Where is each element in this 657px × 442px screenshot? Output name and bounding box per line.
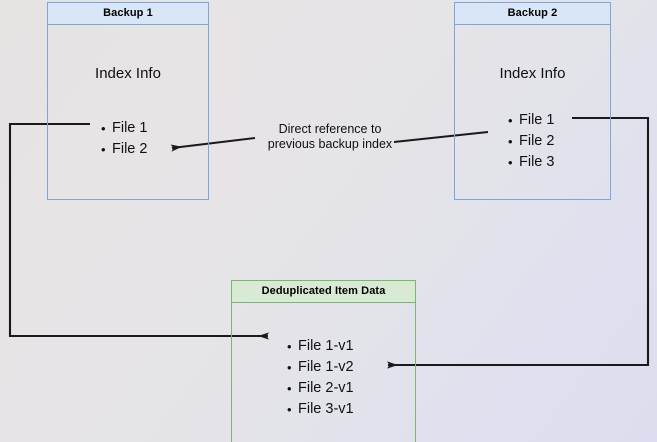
- node-backup2-header: Backup 2: [455, 3, 610, 25]
- list-item: File 1-v2: [287, 357, 354, 378]
- list-item: File 2: [508, 131, 555, 152]
- node-backup2[interactable]: Backup 2 Index Info File 1 File 2 File 3: [454, 2, 611, 200]
- backup2-index-info-label: Index Info: [499, 65, 566, 82]
- list-item: File 1: [101, 118, 148, 139]
- node-backup2-body: Index Info File 1 File 2 File 3: [455, 25, 610, 199]
- backup2-file-list: File 1 File 2 File 3: [503, 110, 555, 173]
- backup1-file-list: File 1 File 2: [96, 118, 148, 160]
- list-item: File 3: [508, 152, 555, 173]
- backup1-index-info-label: Index Info: [95, 65, 161, 82]
- edge-label-direct-reference: Direct reference to previous backup inde…: [267, 122, 393, 151]
- list-item: File 3-v1: [287, 399, 354, 420]
- list-item: File 1: [508, 110, 555, 131]
- node-dedup-body: File 1-v1 File 1-v2 File 2-v1 File 3-v1: [232, 303, 415, 442]
- list-item: File 2: [101, 139, 148, 160]
- dedup-file-list: File 1-v1 File 1-v2 File 2-v1 File 3-v1: [282, 336, 354, 420]
- node-backup1-body: Index Info File 1 File 2: [48, 25, 208, 199]
- node-dedup-header: Deduplicated Item Data: [232, 281, 415, 303]
- node-backup1[interactable]: Backup 1 Index Info File 1 File 2: [47, 2, 209, 200]
- node-backup1-header: Backup 1: [48, 3, 208, 25]
- node-deduplicated-item-data[interactable]: Deduplicated Item Data File 1-v1 File 1-…: [231, 280, 416, 442]
- list-item: File 2-v1: [287, 378, 354, 399]
- list-item: File 1-v1: [287, 336, 354, 357]
